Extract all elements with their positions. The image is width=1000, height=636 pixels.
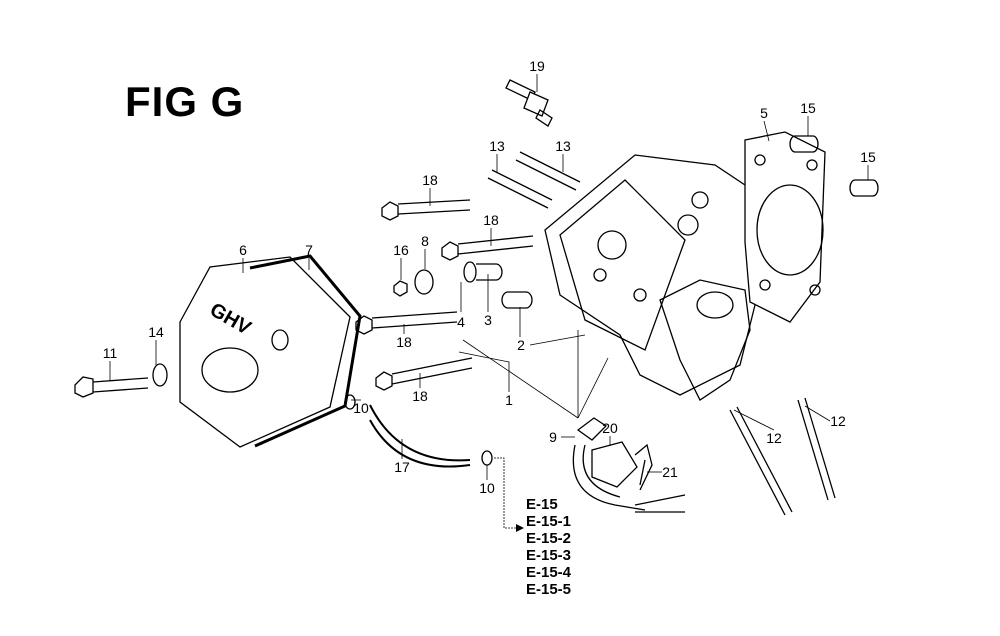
head-cover-6: GHV xyxy=(179,256,351,448)
callout-18: 18 xyxy=(483,212,499,228)
dowel-4 xyxy=(463,261,477,283)
callout-8: 8 xyxy=(421,233,429,249)
callout-12: 12 xyxy=(766,430,782,446)
callout-2: 2 xyxy=(517,337,525,353)
bolt-11 xyxy=(74,376,149,398)
reference-e-15-4: E-15-4 xyxy=(526,564,572,581)
callout-18: 18 xyxy=(396,334,412,350)
callout-1: 1 xyxy=(505,392,513,408)
arrow-head xyxy=(516,524,524,532)
washer-14 xyxy=(152,363,168,387)
reference-e-15-2: E-15-2 xyxy=(526,530,572,547)
clip-10a xyxy=(344,394,356,410)
callout-4: 4 xyxy=(457,314,465,330)
seal-8 xyxy=(414,269,434,295)
callout-10: 10 xyxy=(353,400,369,416)
nut-16 xyxy=(393,280,408,297)
spark-plug-19 xyxy=(505,79,553,127)
callout-17: 17 xyxy=(394,459,410,475)
callout-20: 20 xyxy=(602,420,618,436)
callout-14: 14 xyxy=(148,324,164,340)
reference-e-15: E-15 xyxy=(526,496,558,513)
head-gasket-5 xyxy=(744,131,826,323)
figure-title: FIG G xyxy=(125,78,245,125)
dowel-pin-15b xyxy=(849,179,879,197)
breather-tube-17 xyxy=(369,404,471,468)
clip-21 xyxy=(634,443,653,491)
callout-13: 13 xyxy=(555,138,571,154)
callout-12: 12 xyxy=(830,413,846,429)
dowel-pin-15a xyxy=(789,135,819,153)
callout-19: 19 xyxy=(529,58,545,74)
callout-15: 15 xyxy=(860,149,876,165)
oil-sensor-9 xyxy=(572,417,686,513)
callout-18: 18 xyxy=(412,388,428,404)
stud-bolts-13 xyxy=(487,151,581,209)
reference-e-15-5: E-15-5 xyxy=(526,581,572,598)
clip-10b xyxy=(481,450,493,466)
callout-7: 7 xyxy=(305,242,313,258)
dowel-3 xyxy=(476,263,503,281)
callout-9: 9 xyxy=(549,429,557,445)
callout-13: 13 xyxy=(489,138,505,154)
callout-6: 6 xyxy=(239,242,247,258)
callout-10: 10 xyxy=(479,480,495,496)
callout-5: 5 xyxy=(760,105,768,121)
reference-e-15-3: E-15-3 xyxy=(526,547,572,564)
head-cover-gasket-7 xyxy=(249,254,362,448)
leader-lines xyxy=(109,74,869,529)
callout-18: 18 xyxy=(422,172,438,188)
cylinder-head-1 xyxy=(544,154,776,401)
reference-e-15-1: E-15-1 xyxy=(526,513,572,530)
stud-12a xyxy=(729,406,793,516)
dowel-2 xyxy=(501,291,533,309)
callout-3: 3 xyxy=(484,312,492,328)
callout-11: 11 xyxy=(102,345,118,361)
stud-12b xyxy=(797,397,836,501)
bolts-18 xyxy=(355,199,534,391)
callout-15: 15 xyxy=(800,100,816,116)
callout-21: 21 xyxy=(662,464,678,480)
cap-20 xyxy=(591,441,638,488)
callout-16: 16 xyxy=(393,242,409,258)
